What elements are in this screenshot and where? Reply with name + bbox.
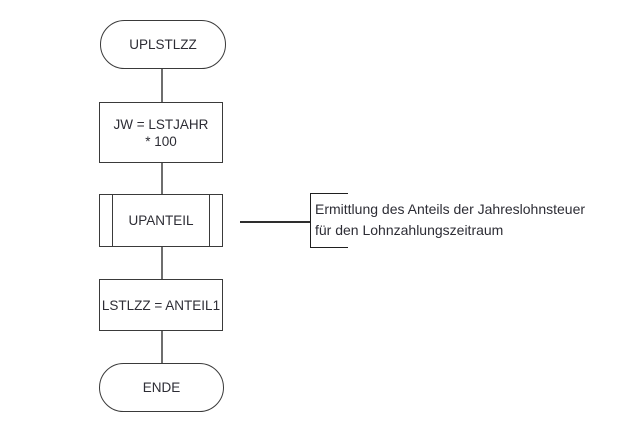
process-node-assign-jw: JW = LSTJAHR * 100: [99, 102, 223, 163]
process-node-assign-jw-label: JW = LSTJAHR * 100: [113, 116, 209, 149]
connector-process2-to-end: [161, 331, 163, 363]
connector-upanteil-to-process2: [161, 247, 163, 279]
predefined-process-right-bar: [208, 195, 210, 246]
end-node-label: ENDE: [142, 380, 181, 395]
predefined-process-left-bar: [112, 195, 114, 246]
predefined-process-upanteil-label: UPANTEIL: [128, 213, 194, 228]
process-node-assign-lstlzz: LSTLZZ = ANTEIL1: [99, 279, 223, 331]
annotation-bracket: [310, 193, 348, 248]
annotation-connector-line: [240, 221, 310, 223]
connector-process1-to-upanteil: [161, 163, 163, 194]
start-node-label: UPLSTLZZ: [129, 37, 197, 52]
start-terminator-node: UPLSTLZZ: [100, 20, 226, 69]
annotation-text: Ermittlung des Anteils der Jahreslohnste…: [315, 201, 586, 238]
end-terminator-node: ENDE: [99, 363, 224, 412]
predefined-process-node-upanteil: UPANTEIL: [99, 194, 223, 247]
process-node-assign-lstlzz-label: LSTLZZ = ANTEIL1: [101, 297, 221, 313]
connector-start-to-process1: [161, 69, 163, 102]
